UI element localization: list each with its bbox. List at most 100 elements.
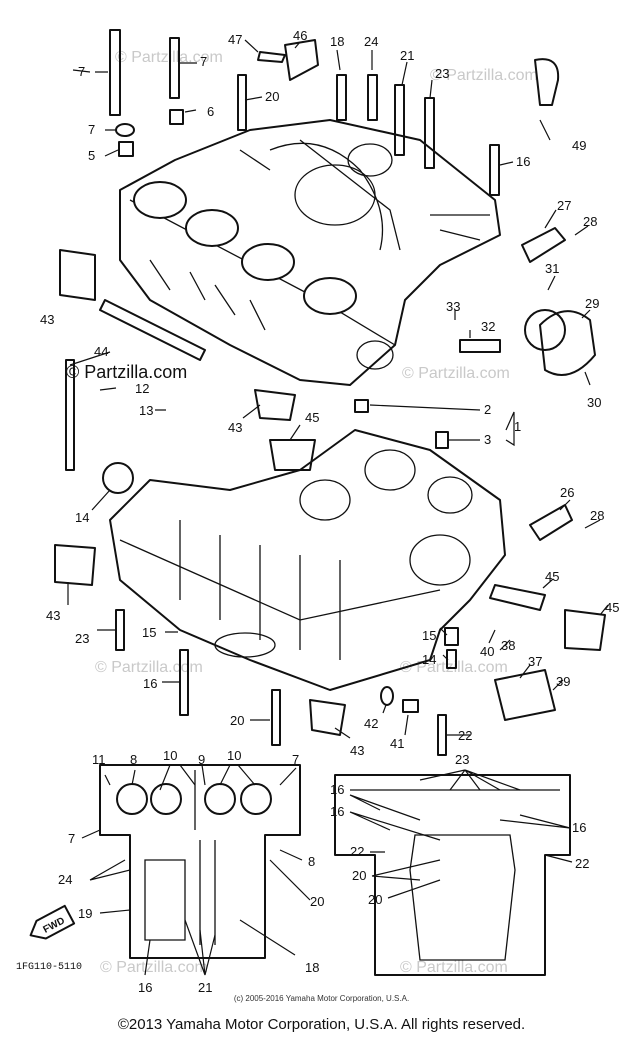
callout-44: 43 bbox=[46, 608, 60, 623]
callout-24: 21 bbox=[400, 48, 414, 63]
callout-13: 13 bbox=[139, 403, 153, 418]
callout-36: 37 bbox=[528, 654, 542, 669]
block-label-8: 8 bbox=[308, 854, 315, 869]
callout-32: 30 bbox=[587, 395, 601, 410]
pin bbox=[459, 339, 501, 353]
callout-40: 41 bbox=[390, 736, 404, 751]
callout-38: 39 bbox=[556, 674, 570, 689]
small-copyright: (c) 2005-2016 Yamaha Motor Corporation, … bbox=[233, 994, 410, 1003]
bolt bbox=[257, 51, 286, 63]
callout-20: 18 bbox=[305, 960, 319, 975]
callout-44: 43 bbox=[350, 743, 364, 758]
bolt bbox=[489, 144, 500, 196]
bracket bbox=[284, 39, 319, 81]
callout-45: 45 bbox=[605, 600, 619, 615]
bolt bbox=[336, 74, 347, 121]
o-ring bbox=[115, 123, 135, 137]
stud-bolt bbox=[109, 29, 121, 116]
dowel bbox=[435, 431, 449, 449]
callout-47: 46 bbox=[293, 28, 307, 43]
callout-31: 29 bbox=[585, 296, 599, 311]
breather-hose bbox=[534, 58, 560, 106]
small-parts bbox=[54, 29, 606, 756]
watermark: © Partzilla.com bbox=[402, 365, 510, 382]
block-label-11: 11 bbox=[92, 752, 106, 767]
callout-3: 3 bbox=[484, 432, 491, 447]
callout-45: 45 bbox=[305, 410, 319, 425]
upper-crankcase bbox=[119, 119, 501, 386]
block-label-8: 8 bbox=[130, 752, 137, 767]
callout-49: 49 bbox=[572, 138, 586, 153]
callout-22: 20 bbox=[230, 713, 244, 728]
callout-22: 20 bbox=[352, 868, 366, 883]
callout-30: 28 bbox=[590, 508, 604, 523]
callout-6: 7 bbox=[88, 122, 95, 137]
block-label-10: 10 bbox=[163, 748, 177, 763]
callout-16: 15 bbox=[422, 628, 436, 643]
shaft bbox=[489, 584, 546, 611]
bolt bbox=[394, 84, 405, 156]
plug bbox=[309, 699, 346, 736]
callout-20: 18 bbox=[330, 34, 344, 49]
callout-25: 22 bbox=[458, 728, 472, 743]
plate bbox=[521, 227, 566, 263]
callout-41: 42 bbox=[364, 716, 378, 731]
lower-crankcase bbox=[109, 429, 506, 691]
stud-bolt bbox=[169, 37, 180, 99]
bolt bbox=[424, 97, 435, 169]
callout-25: 22 bbox=[575, 856, 589, 871]
callout-18: 15 bbox=[142, 625, 156, 640]
watermark: © Partzilla.com bbox=[115, 49, 223, 66]
callout-42: 43 bbox=[228, 420, 242, 435]
callout-21: 19 bbox=[78, 906, 92, 921]
callout-33: 31 bbox=[545, 261, 559, 276]
watermark: © Partzilla.com bbox=[400, 959, 508, 976]
callout-7: 7 bbox=[68, 831, 75, 846]
plug bbox=[254, 389, 296, 421]
callout-19: 16 bbox=[516, 154, 530, 169]
dowel bbox=[354, 399, 369, 413]
callout-7: 7 bbox=[78, 64, 85, 79]
callout-15: 14 bbox=[422, 652, 436, 667]
top-view-block bbox=[99, 764, 301, 959]
bolt bbox=[271, 689, 281, 746]
stud-bolt bbox=[65, 359, 75, 471]
shaft bbox=[99, 299, 206, 361]
callout-30: 28 bbox=[583, 214, 597, 229]
callout-26: 23 bbox=[455, 752, 469, 767]
callout-27: 24 bbox=[364, 34, 378, 49]
block-label-10: 10 bbox=[227, 748, 241, 763]
callout-26: 23 bbox=[75, 631, 89, 646]
dowel-pin bbox=[118, 141, 134, 157]
bolt bbox=[446, 649, 457, 669]
callout-23: 20 bbox=[265, 89, 279, 104]
watermarks: © Partzilla.com © Partzilla.com © Partzi… bbox=[95, 49, 538, 976]
o-ring bbox=[380, 686, 394, 706]
callout-7: 7 bbox=[292, 752, 299, 767]
leader-lines bbox=[67, 39, 609, 976]
oil-pump bbox=[494, 669, 556, 721]
callout-27: 24 bbox=[58, 872, 72, 887]
callout-26: 23 bbox=[435, 66, 449, 81]
callout-17: 16 bbox=[330, 782, 344, 797]
block-label-9: 9 bbox=[198, 752, 205, 767]
callout-28: 26 bbox=[560, 485, 574, 500]
watermark: © Partzilla.com bbox=[100, 959, 208, 976]
callout-29: 27 bbox=[557, 198, 571, 213]
callout-37: 38 bbox=[501, 638, 515, 653]
part-code: 1FG110-5110 bbox=[16, 962, 82, 973]
plug bbox=[54, 544, 96, 586]
watermark: © Partzilla.com bbox=[430, 67, 538, 84]
callout-17: 16 bbox=[143, 676, 157, 691]
callout-labels: 7 7 6 7 5 47 46 18 24 21 23 20 49 16 27 … bbox=[40, 28, 619, 995]
callout-34: 32 bbox=[481, 319, 495, 334]
fwd-arrow: FWD bbox=[29, 904, 76, 940]
callout-48: 47 bbox=[228, 32, 242, 47]
bolt bbox=[237, 74, 247, 131]
bottom-view-block bbox=[334, 774, 571, 976]
oil-seal bbox=[59, 249, 96, 301]
callout-4: 6 bbox=[207, 104, 214, 119]
callout-12: 12 bbox=[135, 381, 149, 396]
callout-1: 1 bbox=[514, 419, 521, 434]
